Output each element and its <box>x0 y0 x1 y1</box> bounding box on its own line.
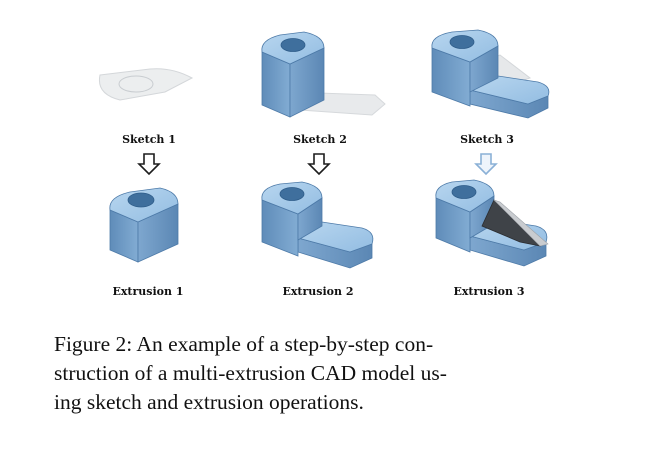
caption-line: Figure 2: An example of a step-by-step c… <box>54 332 434 356</box>
down-arrow-icon <box>474 153 498 176</box>
sketch-1-label: Sketch 1 <box>122 133 176 146</box>
caption-line: struction of a multi-extrusion CAD model… <box>54 361 447 385</box>
figure-illustration <box>98 29 550 269</box>
sketch-1-drawing <box>98 68 194 101</box>
down-arrow-icon <box>307 153 331 176</box>
extrusion-2-model <box>261 181 374 269</box>
extrusion-2-label: Extrusion 2 <box>282 285 354 298</box>
figure-caption: Figure 2: An example of a step-by-step c… <box>54 330 599 417</box>
sketch-3-label: Sketch 3 <box>460 133 514 146</box>
down-arrow-icon <box>137 153 161 176</box>
extrusion-1-label: Extrusion 1 <box>112 285 184 298</box>
sketch-2-drawing <box>261 31 386 118</box>
figure: Sketch 1 Sketch 2 Sketch 3 Extrusion 1 E… <box>98 29 550 298</box>
extrusion-3-model <box>435 179 549 267</box>
caption-line: ing sketch and extrusion operations. <box>54 390 364 414</box>
extrusion-3-label: Extrusion 3 <box>453 285 525 298</box>
sketch-3-drawing <box>431 29 550 119</box>
extrusion-1-model <box>109 187 179 263</box>
sketch-2-label: Sketch 2 <box>293 133 347 146</box>
